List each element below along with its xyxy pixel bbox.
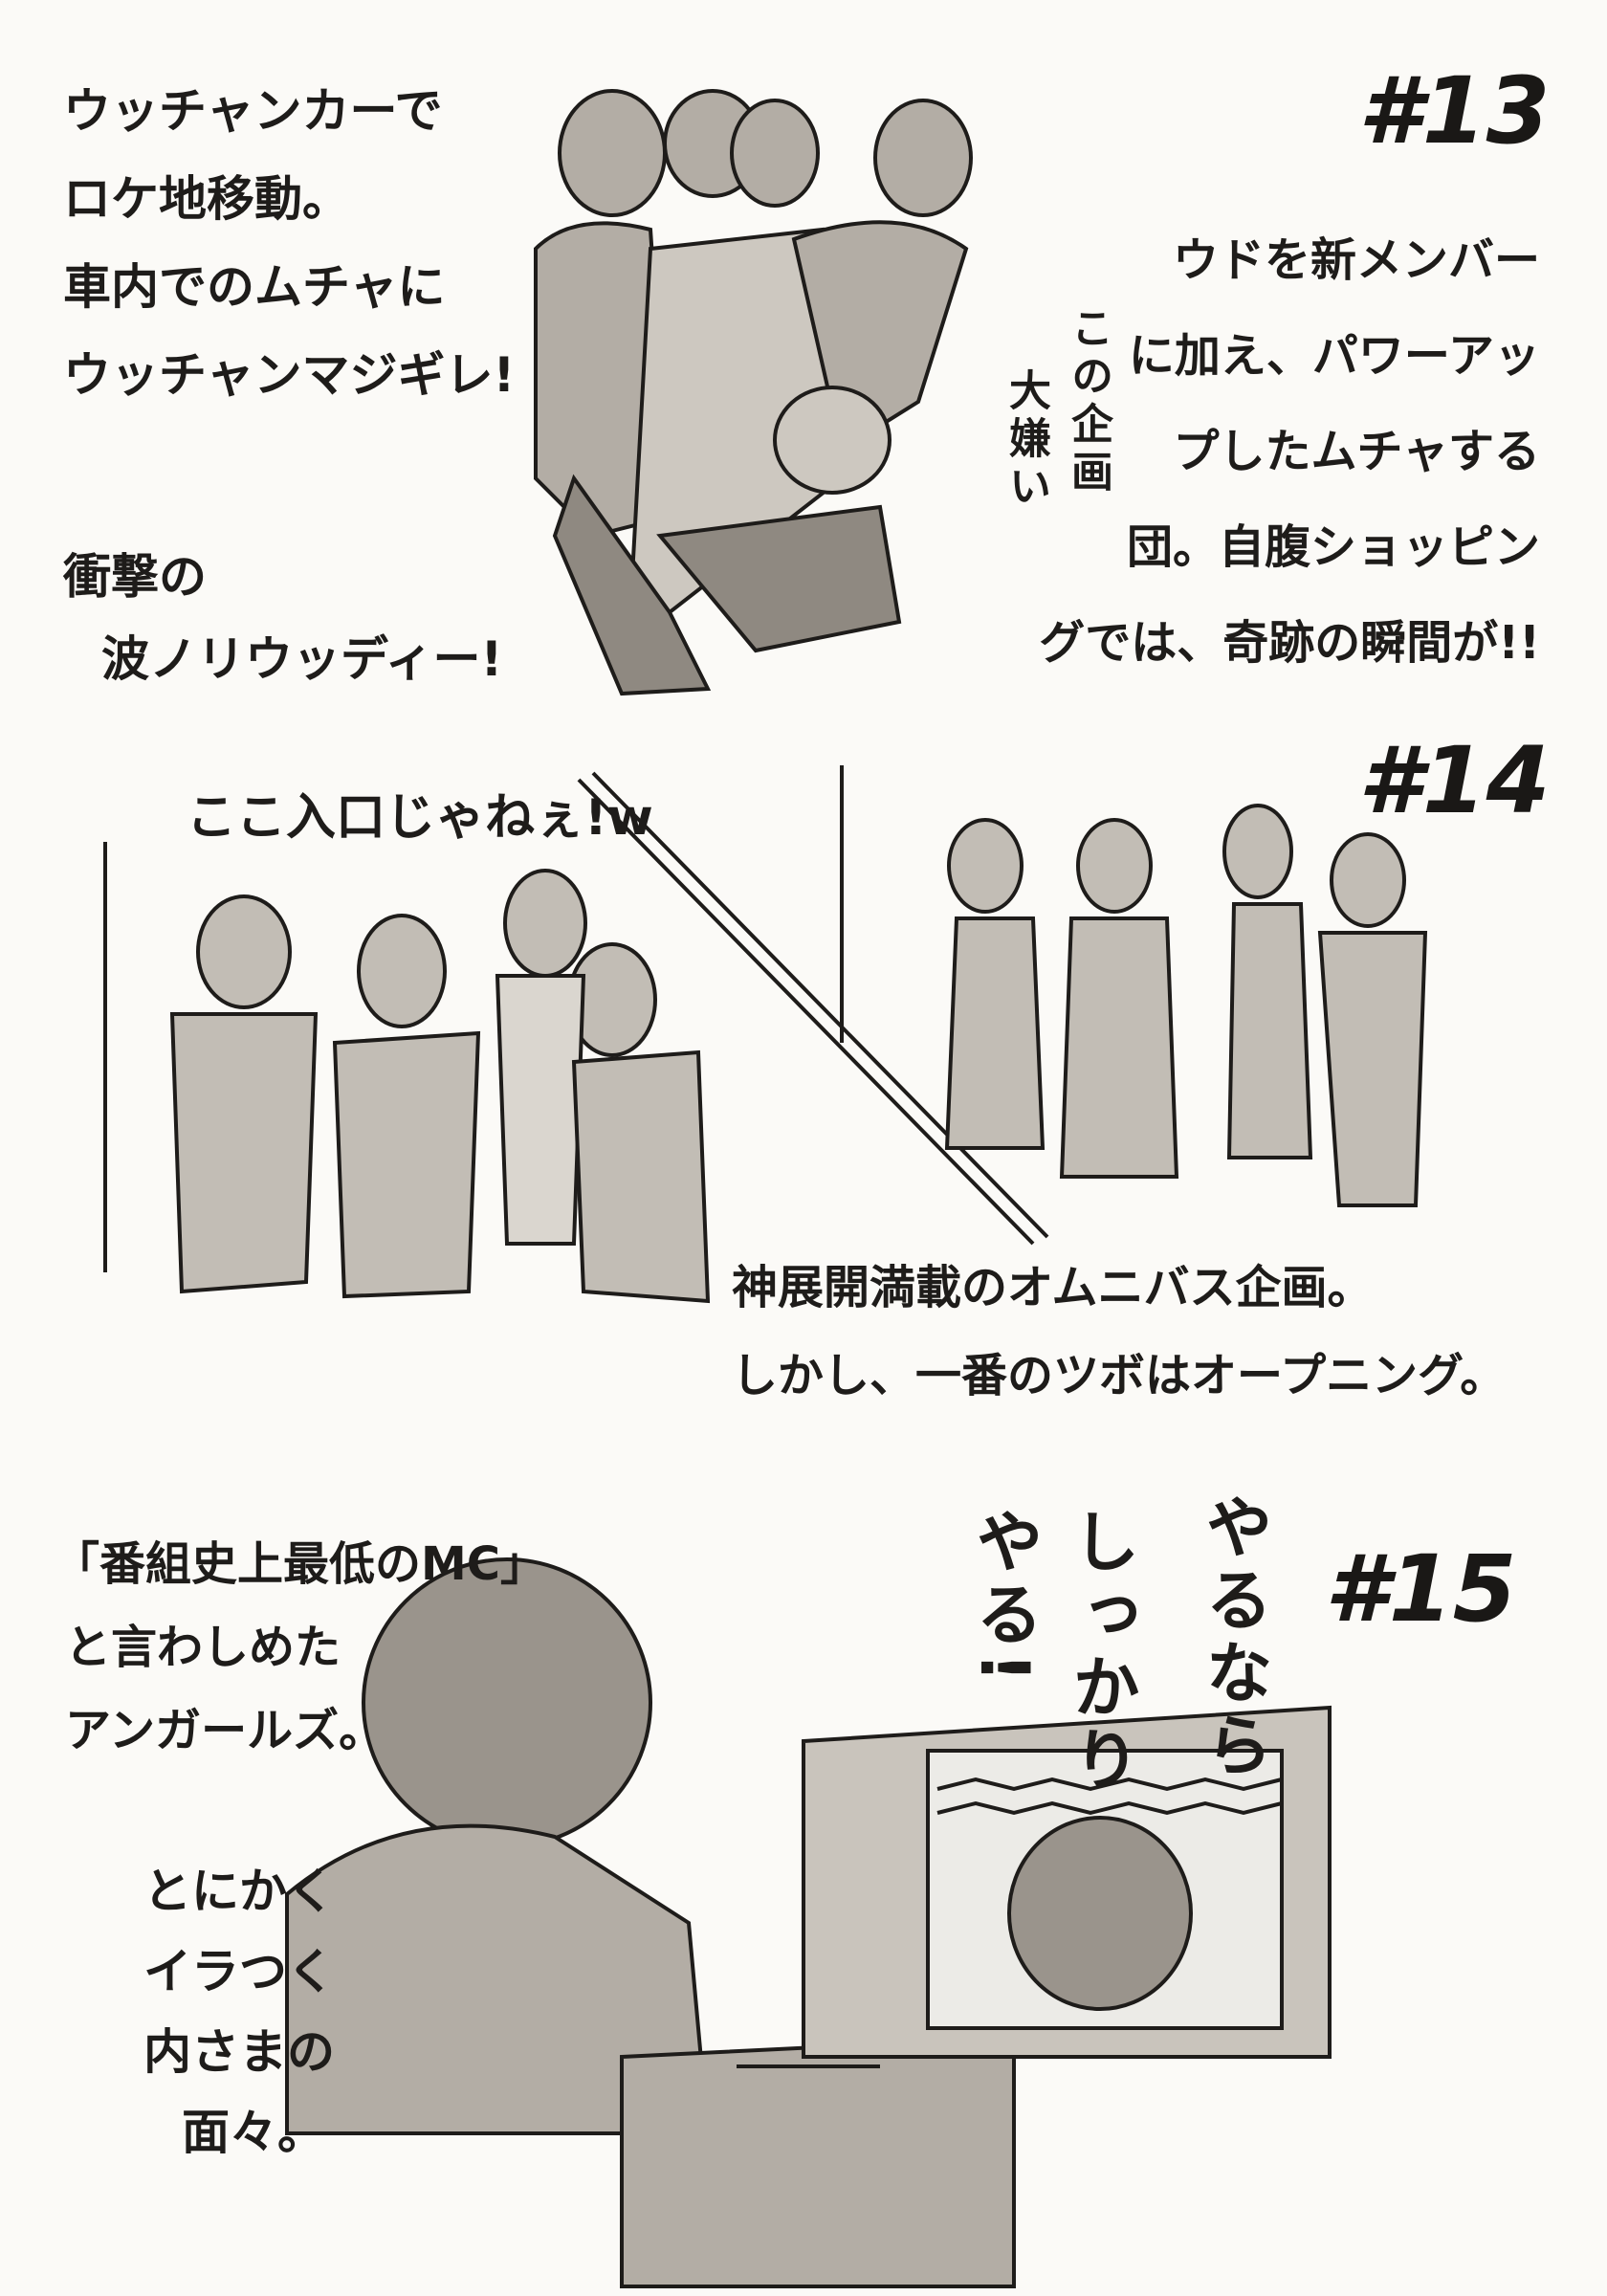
caption-line: 神展開満載のオムニバス企画。 [732,1261,1374,1314]
caption-line: ウッチャンカーで [63,83,443,139]
caption-line: 車内でのムチャに [63,259,446,315]
episode-15-left-caption: 「番組史上最低のMC」 と言わしめた アンガールズ。 [54,1523,546,1773]
speech-hate-it: 大嫌い [1002,368,1050,512]
caption-line: とにかく [143,1864,335,1919]
panel-14-left-figures [103,842,711,1304]
caption-line: 波ノリウッディー! [101,631,503,687]
episode-13-left-caption: ウッチャンカーで ロケ地移動。 車内でのムチャに ウッチャンマジギレ! [63,67,515,419]
caption-line: 内さまの [143,2024,335,2080]
episode-15-left-caption-2: とにかく イラつく 内さまの 面々。 [143,1851,335,2173]
caption-line: しかし、一番のツボはオープニング。 [732,1349,1507,1402]
episode-13-number: #13 [1358,57,1551,165]
speech-do-it-properly: しっかりやる! [965,1507,1140,1798]
caption-line: 「番組史上最低のMC」 [54,1537,546,1591]
caption-line: イラつく [143,1944,335,1999]
panel-15-figure-and-tv [285,1557,1332,2288]
episode-13-left-caption-2: 衝撃の 波ノリウッディー! [63,536,502,700]
caption-line: ロケ地移動。 [63,171,350,227]
caption-line: ウッチャンマジギレ! [63,347,516,403]
speech-this-project: この企画 [1064,306,1112,497]
caption-line: 衝撃の [63,549,207,605]
caption-line: と言わしめた [65,1621,341,1674]
caption-line: 団。自腹ショッピン [1126,520,1540,574]
panel-13-group-figures [534,89,973,696]
caption-line: プしたムチャする [1173,425,1540,478]
speech-not-the-entrance: ここ入口じゃねぇ!w [187,789,653,847]
diagonal-divider [577,771,1049,1246]
caption-line: に加え、パワーアッ [1128,329,1540,383]
speech-if-you-do-it: やるなら [1195,1492,1273,1783]
caption-line: ウドを新メンバー [1172,233,1540,287]
panel-14-right-figures [840,765,1428,1207]
episode-14-caption: 神展開満載のオムニバス企画。 しかし、一番のツボはオープニング。 [732,1244,1506,1420]
caption-line: 面々。 [182,2105,325,2160]
episode-13-right-caption: ウドを新メンバー に加え、パワーアッ プしたムチャする 団。自腹ショッピン グで… [1039,212,1540,691]
caption-line: アンガールズ。 [65,1704,385,1757]
episode-14-number: #14 [1358,727,1551,834]
caption-line: グでは、奇跡の瞬間が!! [1039,616,1540,670]
episode-15-number: #15 [1325,1535,1517,1643]
